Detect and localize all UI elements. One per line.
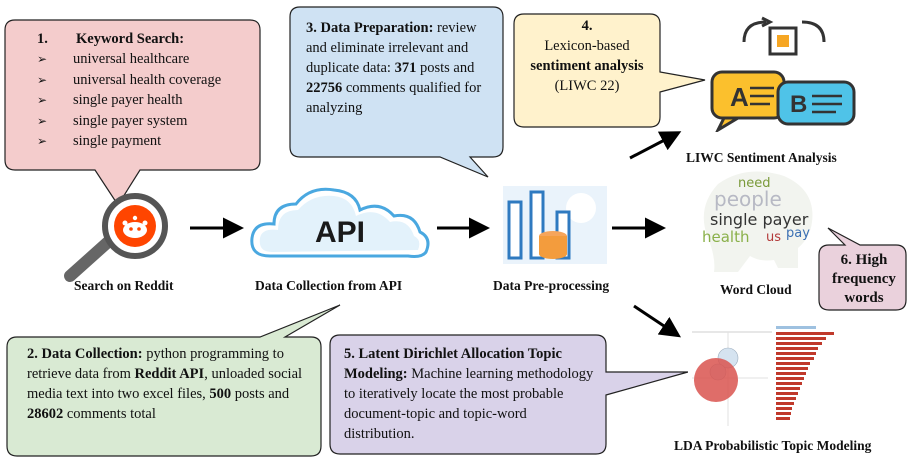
arrow-to-liwc <box>629 131 682 160</box>
label-data-collection-api: Data Collection from API <box>255 278 403 293</box>
box3-t3: comments qualified for analyzing <box>306 80 482 116</box>
label-liwc: LIWC Sentiment Analysis <box>686 150 837 165</box>
bubble-data-preparation <box>289 6 504 178</box>
keyword-text: single payer system <box>73 112 188 129</box>
bubble-sentiment <box>513 13 706 128</box>
keyword-text: universal healthcare <box>73 51 190 67</box>
bubble-high-frequency <box>818 227 907 311</box>
keyword-item: ➢ universal health coverage <box>37 72 221 93</box>
box1-title: Keyword Search: <box>76 31 185 47</box>
wc-word-pay: pay <box>786 226 810 241</box>
bullet-arrow-icon: ➢ <box>37 52 48 66</box>
keyword-item: ➢ single payer health <box>37 92 221 113</box>
box2-title: 2. Data Collection: <box>27 346 143 362</box>
wc-word-single-payer: single payer <box>710 210 809 229</box>
wc-word-need: need <box>738 176 771 191</box>
box3-title: 3. Data Preparation: <box>306 20 434 36</box>
arrow-to-lda <box>633 304 681 338</box>
bubble-keyword-search <box>4 19 261 207</box>
b-letter: B <box>790 91 807 118</box>
bar-chart-database-icon <box>503 186 607 264</box>
box3-t2: posts and <box>416 60 475 76</box>
head-word-cloud-icon: need people single payer health us pay <box>694 168 824 276</box>
chat-bubbles-ab-icon: A B <box>710 16 856 132</box>
box4-liwc: (LIWC 22) <box>554 78 620 94</box>
label-lda: LDA Probabilistic Topic Modeling <box>674 438 872 453</box>
bullet-arrow-icon: ➢ <box>37 93 48 107</box>
box2-reddit-api: Reddit API <box>134 366 205 382</box>
bubble-data-collection <box>6 304 341 457</box>
label-data-preprocessing: Data Pre-processing <box>493 278 610 293</box>
lda-chart-thumbnail-icon <box>688 322 838 432</box>
a-letter: A <box>730 82 749 112</box>
box3-comments: 22756 <box>306 80 343 96</box>
reddit-magnifier-icon <box>64 193 168 282</box>
box2-posts: 500 <box>209 386 232 402</box>
box2-text: 2. Data Collection: python programming t… <box>27 344 319 424</box>
bullet-arrow-icon: ➢ <box>37 113 48 128</box>
box4-text: 4. Lexicon-based sentiment analysis (LIW… <box>518 16 656 96</box>
box2-t2: , unloaded social media text into two ex… <box>27 366 303 402</box>
wc-word-us: us <box>766 230 782 245</box>
bullet-arrow-icon: ➢ <box>37 72 48 87</box>
box2-t1: python programming to retrieve data from <box>27 346 284 382</box>
box2-t4: comments total <box>63 406 156 422</box>
keyword-list: ➢ universal healthcare ➢ universal health c… <box>37 51 221 154</box>
box5-t1: Machine learning methodology to iterativ… <box>344 366 594 442</box>
label-search-on-reddit: Search on Reddit <box>74 278 174 293</box>
api-cloud-icon: API <box>250 187 430 258</box>
box6-text: 6. High frequency words <box>832 252 896 306</box>
box2-comments: 28602 <box>27 406 64 422</box>
wc-word-people: people <box>714 187 782 211</box>
box5-title: 5. Latent Dirichlet Allocation Topic Mod… <box>344 346 562 382</box>
box2-t3: posts and <box>231 386 290 402</box>
api-label: API <box>315 216 365 249</box>
box1-number: 1. <box>37 31 48 47</box>
box3-text: 3. Data Preparation: review and eliminat… <box>306 18 498 118</box>
box4-t1: Lexicon-based <box>544 38 630 54</box>
keyword-item: ➢ universal healthcare <box>37 51 221 72</box>
wc-word-health: health <box>702 228 750 246</box>
box3-t1: review and eliminate irrelevant and dupl… <box>306 20 477 76</box>
keyword-text: single payer health <box>73 92 183 108</box>
keyword-item: ➢ single payer system <box>37 113 221 134</box>
box3-posts: 371 <box>394 60 417 76</box>
keyword-text: universal health coverage <box>73 71 222 88</box>
keyword-text: single payment <box>73 133 162 149</box>
box4-number: 4. <box>581 18 593 34</box>
box4-sentiment: sentiment analysis <box>530 58 644 74</box>
bubble-lda <box>329 334 689 455</box>
label-word-cloud: Word Cloud <box>720 282 792 297</box>
bullet-arrow-icon: ➢ <box>37 134 48 148</box>
keyword-item: ➢ single payment <box>37 133 221 154</box>
box5-text: 5. Latent Dirichlet Allocation Topic Mod… <box>344 344 599 444</box>
